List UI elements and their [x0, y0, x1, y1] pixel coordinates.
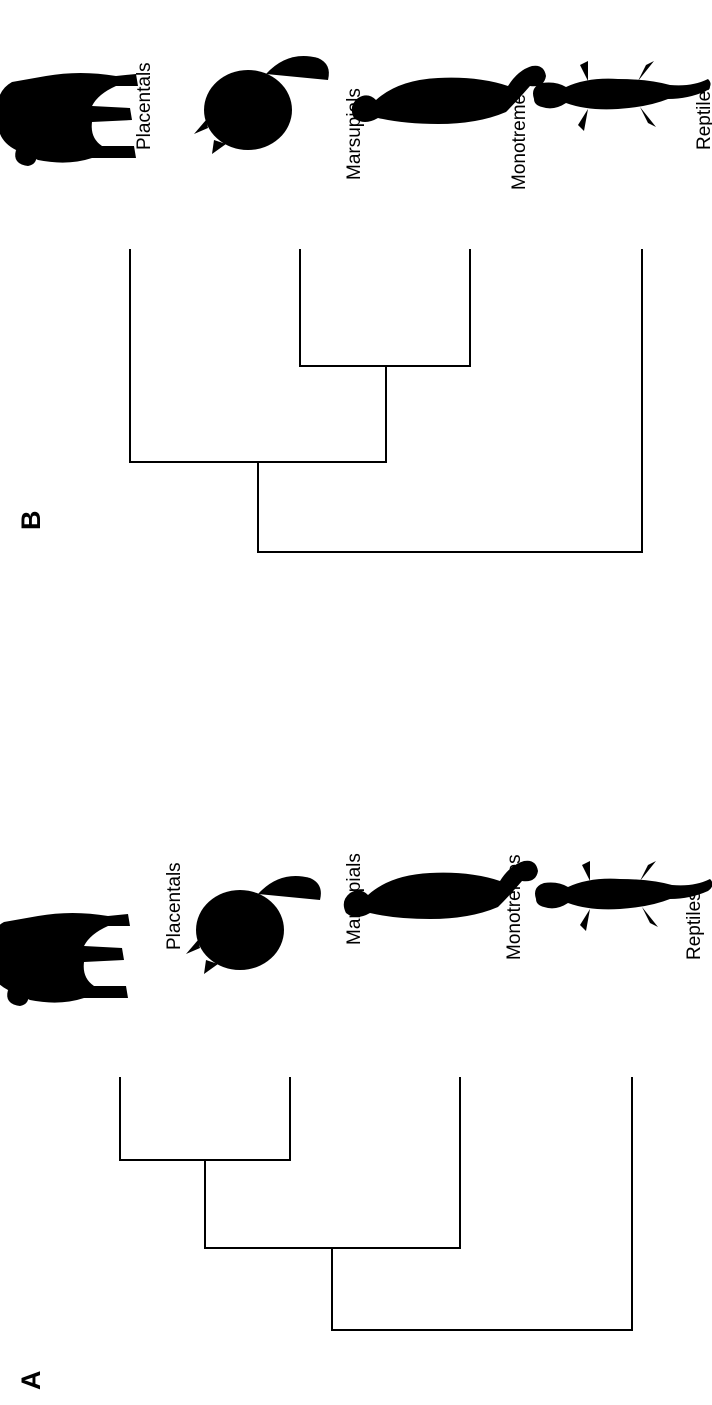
panel-a-tree — [119, 1077, 633, 1331]
panel-b: B Placentals Marsupials Monotremes Repti… — [0, 56, 712, 553]
panel-b-label-marsupials: Marsupials — [344, 88, 365, 180]
panel-b-label-monotremes: Monotremes — [509, 84, 530, 190]
panel-b-letter: B — [16, 511, 46, 531]
elephant-icon — [0, 72, 139, 166]
panel-a-letter: A — [16, 1371, 46, 1391]
panel-a-label-placentals: Placentals — [164, 862, 185, 950]
panel-a-label-marsupials: Marsupials — [344, 853, 365, 945]
panel-a: A Placentals Marsupials Monotremes Repti… — [0, 853, 712, 1390]
opossum-icon — [186, 876, 321, 974]
panel-b-label-reptiles: Reptiles — [694, 81, 712, 150]
panel-a-label-reptiles: Reptiles — [684, 891, 705, 960]
elephant-icon — [0, 913, 131, 1006]
panel-b-label-placentals: Placentals — [134, 62, 155, 150]
panel-b-tree — [129, 249, 643, 553]
panel-a-label-monotremes: Monotremes — [504, 854, 525, 960]
lizard-icon — [533, 57, 711, 131]
opossum-icon — [194, 56, 329, 154]
